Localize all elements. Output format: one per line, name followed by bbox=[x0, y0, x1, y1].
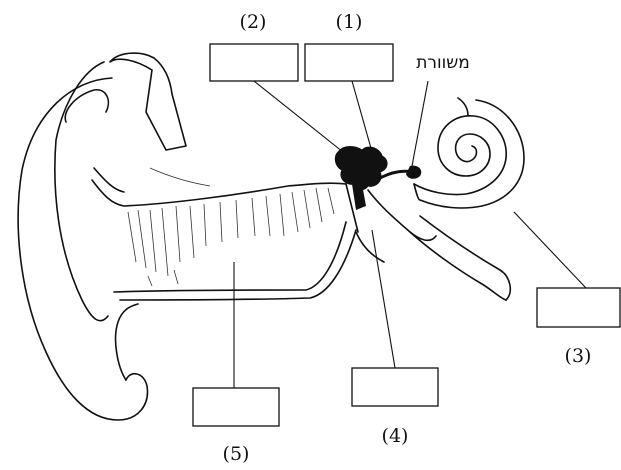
answer-box-4[interactable] bbox=[352, 368, 438, 406]
canal-hair-strokes bbox=[128, 188, 334, 286]
cochlea bbox=[414, 98, 524, 208]
label-stirrup: משוורת bbox=[416, 53, 470, 73]
answer-box-2[interactable] bbox=[210, 44, 298, 81]
leader-line-2 bbox=[254, 81, 348, 156]
answer-box-5[interactable] bbox=[193, 388, 279, 426]
leader-line-3 bbox=[514, 212, 586, 288]
leader-line-4 bbox=[372, 230, 395, 368]
label-number-2: (2) bbox=[240, 11, 267, 33]
label-number-5: (5) bbox=[223, 443, 250, 465]
label-number-4: (4) bbox=[382, 425, 409, 447]
label-number-1: (1) bbox=[336, 11, 363, 33]
eustachian-tube bbox=[410, 216, 510, 300]
outer-ear bbox=[18, 53, 210, 420]
answer-box-3[interactable] bbox=[537, 288, 620, 327]
label-number-3: (3) bbox=[565, 345, 592, 367]
ear-canal bbox=[92, 168, 356, 300]
answer-box-1[interactable] bbox=[305, 44, 393, 81]
leader-line-stirrup bbox=[412, 81, 428, 166]
